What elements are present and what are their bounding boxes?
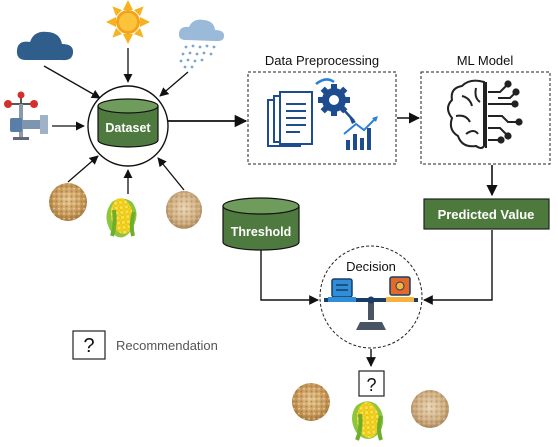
arrow-threshold-to-decision xyxy=(260,250,319,305)
arrow-seed-to-dataset xyxy=(157,157,185,191)
preprocessing-node: Data Preprocessing xyxy=(247,53,397,165)
grain-pile-icon xyxy=(49,183,87,221)
legend-label: Recommendation xyxy=(116,338,218,353)
legend-symbol-box xyxy=(72,330,106,360)
decision-output-box: ? xyxy=(358,370,385,397)
cloud-icon xyxy=(16,31,74,61)
balance-scale-icon xyxy=(324,276,418,330)
legend: ? Recommendation xyxy=(72,330,218,360)
dataset-node: Dataset xyxy=(87,85,169,167)
seed-pile-icon xyxy=(411,390,449,428)
corn-cob-icon xyxy=(106,198,137,238)
decision-label: Decision xyxy=(346,259,396,274)
threshold-node: Threshold xyxy=(222,197,300,251)
arrow-predicted-to-decision xyxy=(423,230,493,305)
arrow-rain-to-dataset xyxy=(159,71,189,97)
decision-output-symbol: ? xyxy=(366,375,376,395)
legend-symbol: ? xyxy=(83,335,94,357)
preprocessing-label: Data Preprocessing xyxy=(265,53,379,68)
dataset-label: Dataset xyxy=(105,121,151,135)
ml-model-label: ML Model xyxy=(457,53,514,68)
grain-pile-icon xyxy=(292,383,330,421)
ml-model-node: ML Model xyxy=(420,53,551,165)
rain-cloud-icon xyxy=(178,19,225,69)
predicted-value-label: Predicted Value xyxy=(438,207,535,222)
documents-gear-icon xyxy=(267,78,378,150)
arrow-grain-to-dataset xyxy=(67,155,99,183)
predicted-value-node: Predicted Value xyxy=(423,198,550,230)
threshold-label: Threshold xyxy=(231,225,291,239)
brain-circuit-icon xyxy=(447,79,523,149)
corn-cob-icon xyxy=(352,401,384,441)
arrow-cloud-to-dataset xyxy=(43,65,101,99)
decision-node: Decision xyxy=(319,245,423,349)
weather-station-icon xyxy=(4,91,48,140)
sun-icon xyxy=(106,0,150,44)
seed-pile-icon xyxy=(166,191,202,229)
